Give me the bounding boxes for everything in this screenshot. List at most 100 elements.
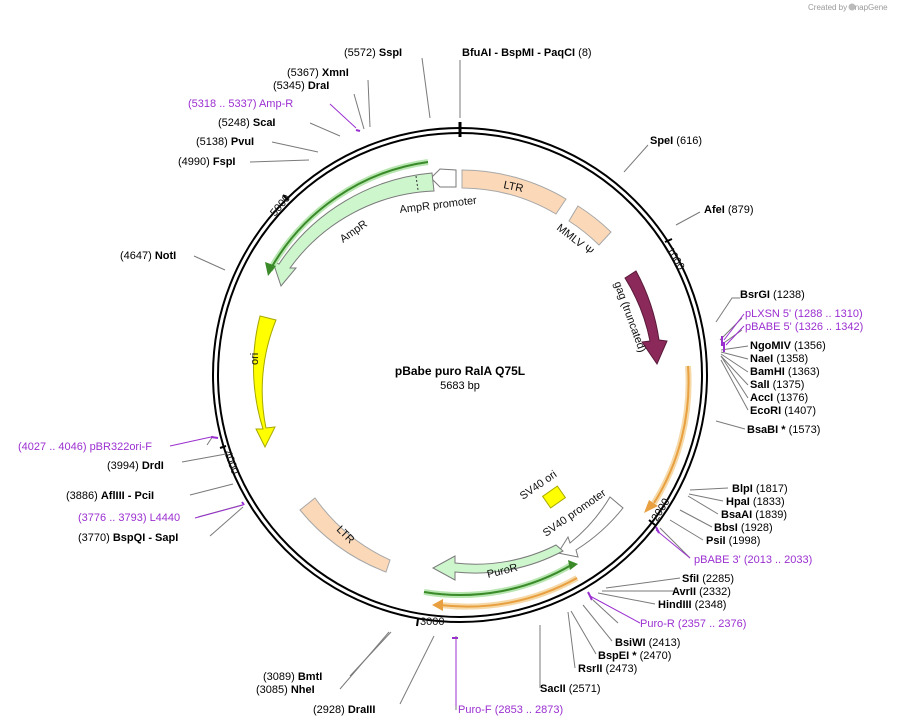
site-bsaAI[interactable]: BsaAI (1839): [721, 509, 787, 521]
tick-label-4000: 4000: [221, 449, 241, 476]
site-sspI[interactable]: (5572) SspI: [344, 47, 402, 59]
svg-text:(5345) DraI: (5345) DraI: [273, 80, 329, 92]
svg-text:BsrGI (1238): BsrGI (1238): [740, 289, 805, 301]
site-bsiWI[interactable]: BsiWI (2413): [615, 637, 680, 649]
svg-text:NaeI (1358): NaeI (1358): [750, 353, 808, 365]
primer-leaders: [169, 103, 745, 706]
svg-text:(4027 .. 4046) pBR322ori-F: (4027 .. 4046) pBR322ori-F: [18, 441, 152, 453]
site-bsabI[interactable]: BsaBI * (1573): [747, 424, 820, 436]
site-plxsn5[interactable]: pLXSN 5' (1288 .. 1310): [745, 308, 863, 320]
svg-text:HindIII (2348): HindIII (2348): [658, 599, 726, 611]
svg-text:Puro-R (2357 .. 2376): Puro-R (2357 .. 2376): [640, 618, 746, 630]
feature-label-ampr-promoter: AmpR promoter: [399, 195, 478, 216]
plasmid-length: 5683 bp: [440, 380, 480, 392]
site-ngomiv[interactable]: NgoMIV (1356): [750, 340, 826, 352]
orf-arc-bottom-orange: [432, 575, 579, 611]
site-nheI[interactable]: (3085) NheI: [256, 684, 315, 696]
site-hindIII[interactable]: HindIII (2348): [658, 599, 726, 611]
svg-text:RsrII (2473): RsrII (2473): [578, 663, 637, 675]
site-ecoRI[interactable]: EcoRI (1407): [750, 405, 816, 417]
site-sfiI[interactable]: SfiI (2285): [682, 573, 734, 585]
site-aflIII[interactable]: (3886) AflIII - PciI: [66, 490, 154, 502]
credit-text: Created by SnapGene: [808, 3, 888, 12]
feature-ltr-top[interactable]: LTR: [461, 169, 567, 215]
svg-text:BsiWI (2413): BsiWI (2413): [615, 637, 680, 649]
feature-ori[interactable]: ori: [249, 315, 277, 449]
site-accI[interactable]: AccI (1376): [750, 392, 808, 404]
site-salI[interactable]: SalI (1375): [750, 379, 804, 391]
svg-text:(2928) DraIII: (2928) DraIII: [313, 704, 375, 716]
site-l4440[interactable]: (3776 .. 3793) L4440: [78, 512, 180, 524]
svg-text:EcoRI (1407): EcoRI (1407): [750, 405, 816, 417]
svg-text:PsiI (1998): PsiI (1998): [706, 535, 760, 547]
feature-gag[interactable]: gag (truncated): [611, 270, 668, 366]
svg-text:SfiI (2285): SfiI (2285): [682, 573, 734, 585]
svg-text:(5248) ScaI: (5248) ScaI: [218, 117, 276, 129]
snapgene-logo-icon: [848, 3, 856, 11]
tick-4000: 4000: [219, 445, 241, 476]
site-naeI[interactable]: NaeI (1358): [750, 353, 808, 365]
site-draIII[interactable]: (2928) DraIII: [313, 704, 375, 716]
site-afeI[interactable]: AfeI (879): [704, 204, 754, 216]
site-bbsI[interactable]: BbsI (1928): [714, 522, 773, 534]
site-scaI[interactable]: (5248) ScaI: [218, 117, 276, 129]
site-pbr322ori-f[interactable]: (4027 .. 4046) pBR322ori-F: [18, 441, 152, 453]
site-pbabe5[interactable]: pBABE 5' (1326 .. 1342): [745, 321, 863, 333]
feature-ltr-bottom[interactable]: LTR: [299, 497, 391, 573]
site-fspI[interactable]: (4990) FspI: [178, 156, 235, 168]
site-amp-r-primer[interactable]: (5318 .. 5337) Amp-R: [188, 98, 293, 110]
snapgene-credit: Created by SnapGene: [808, 3, 888, 12]
svg-text:(5367) XmnI: (5367) XmnI: [287, 67, 349, 79]
site-puro-r-primer[interactable]: Puro-R (2357 .. 2376): [640, 618, 746, 630]
site-bmtI[interactable]: (3089) BmtI: [263, 671, 322, 683]
svg-text:BfuAI - BspMI - PaqCI (8: BfuAI - BspMI - PaqCI (8): [462, 47, 592, 59]
svg-text:(5572) SspI: (5572) SspI: [344, 47, 402, 59]
svg-text:SalI (1375): SalI (1375): [750, 379, 804, 391]
tick-3000: 3000: [416, 616, 444, 628]
site-bamHI[interactable]: BamHI (1363): [750, 366, 820, 378]
site-psiI[interactable]: PsiI (1998): [706, 535, 760, 547]
site-notI[interactable]: (4647) NotI: [120, 250, 176, 262]
site-bsrGI[interactable]: BsrGI (1238): [740, 289, 805, 301]
site-rsrII[interactable]: RsrII (2473): [578, 663, 637, 675]
feature-mmlv-psi[interactable]: MMLV Ψ: [554, 205, 612, 258]
tick-1000: 1000: [663, 238, 687, 272]
svg-text:(4990) FspI: (4990) FspI: [178, 156, 235, 168]
svg-text:BsaBI * (1573): BsaBI * (1573): [747, 424, 820, 436]
orf-arc-top-left: [265, 159, 429, 276]
svg-text:(3994) DrdI: (3994) DrdI: [107, 460, 164, 472]
orf-arc-bottom-green: [423, 560, 578, 599]
tick-label-3000: 3000: [420, 616, 444, 628]
site-speI[interactable]: SpeI (616): [650, 135, 702, 147]
svg-text:AfeI (879): AfeI (879): [704, 204, 754, 216]
site-pvuI[interactable]: (5138) PvuI: [196, 136, 254, 148]
site-bspEI[interactable]: BspEI * (2470): [598, 650, 671, 662]
svg-text:pLXSN 5' (1288 .. 1310): pLXSN 5' (1288 .. 1310): [745, 308, 863, 320]
svg-text:pBABE 3' (2013 .. 2033): pBABE 3' (2013 .. 2033): [694, 554, 812, 566]
svg-text:(5318 .. 5337) Amp-R: (5318 .. 5337) Amp-R: [188, 98, 293, 110]
site-pbabe3[interactable]: pBABE 3' (2013 .. 2033): [694, 554, 812, 566]
svg-text:NgoMIV (1356): NgoMIV (1356): [750, 340, 826, 352]
site-xmnI[interactable]: (5367) XmnI: [287, 67, 349, 79]
feature-label-ori: ori: [249, 353, 261, 365]
site-sacII[interactable]: SacII (2571): [540, 683, 601, 695]
svg-text:(3089) BmtI: (3089) BmtI: [263, 671, 322, 683]
svg-text:BbsI (1928): BbsI (1928): [714, 522, 773, 534]
svg-text:(3776 .. 3793) L4440: (3776 .. 3793) L4440: [78, 512, 180, 524]
svg-text:BsaAI (1839): BsaAI (1839): [721, 509, 787, 521]
site-bspQI[interactable]: (3770) BspQI - SapI: [78, 532, 178, 544]
site-drdI[interactable]: (3994) DrdI: [107, 460, 164, 472]
site-avrII[interactable]: AvrII (2332): [672, 586, 731, 598]
orf-arc-right: [644, 365, 692, 513]
site-hpaI[interactable]: HpaI (1833): [726, 496, 785, 508]
site-blpI[interactable]: BlpI (1817): [732, 483, 788, 495]
feature-label-ampr: AmpR: [338, 218, 370, 245]
feature-sv40-ori[interactable]: SV40 ori: [518, 468, 567, 509]
site-puro-f-primer[interactable]: Puro-F (2853 .. 2873): [458, 704, 563, 716]
site-draI[interactable]: (5345) DraI: [273, 80, 329, 92]
svg-text:BamHI (1363): BamHI (1363): [750, 366, 820, 378]
site-bfuai[interactable]: BfuAI - BspMI - PaqCI (8): [462, 47, 592, 59]
svg-text:(5138) PvuI: (5138) PvuI: [196, 136, 254, 148]
feature-label-ltr-top: LTR: [502, 179, 524, 195]
